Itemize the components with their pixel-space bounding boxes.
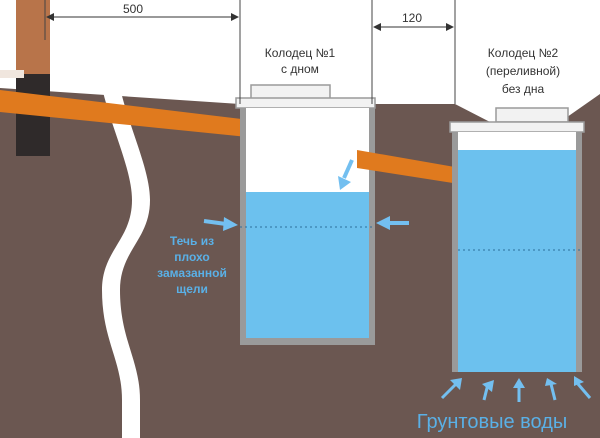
groundwater-arrows: [440, 376, 592, 402]
well2-title-line1: Колодец №2: [488, 46, 559, 60]
well2-cap: [449, 121, 585, 133]
groundwater-arrow-3: [513, 378, 525, 402]
leak-arrow-right: [376, 216, 409, 230]
house-riser-pipe: [16, 0, 50, 74]
leak-note-line3: замазанной: [157, 266, 227, 280]
dimension-500-label: 500: [123, 2, 143, 16]
well2-title-line2: (переливной): [486, 64, 560, 78]
leak-arrow-left: [203, 217, 238, 231]
well1-title-line2: с дном: [281, 62, 319, 76]
inflow-arrow: [338, 159, 354, 190]
well1: [235, 84, 376, 345]
well1-cap: [235, 97, 376, 109]
water-supply-line: [102, 88, 150, 438]
top-left-pipe: [0, 70, 24, 78]
dimension-500: 500: [44, 0, 241, 104]
dimension-120-label: 120: [402, 11, 422, 25]
well2-title-line3: без дна: [502, 82, 545, 96]
groundwater-arrow-2: [482, 380, 494, 401]
well2-cover: [495, 107, 569, 123]
leak-note-line1: Течь из: [170, 234, 214, 248]
well1-cover: [250, 84, 331, 100]
inlet-pipe: [0, 90, 258, 138]
dimension-120: 120: [371, 0, 456, 104]
groundwater-label: Грунтовые воды: [417, 411, 568, 433]
leak-note-line2: плохо: [174, 250, 209, 264]
groundwater-arrow-4: [545, 378, 557, 401]
well2-water: [458, 150, 576, 372]
well2: [449, 107, 585, 372]
well1-water: [246, 192, 369, 338]
well1-title-line1: Колодец №1: [265, 46, 336, 60]
leak-note-line4: щели: [176, 282, 208, 296]
overflow-pipe: [357, 150, 472, 186]
groundwater-arrow-1: [440, 378, 462, 400]
groundwater-arrow-5: [574, 376, 592, 399]
